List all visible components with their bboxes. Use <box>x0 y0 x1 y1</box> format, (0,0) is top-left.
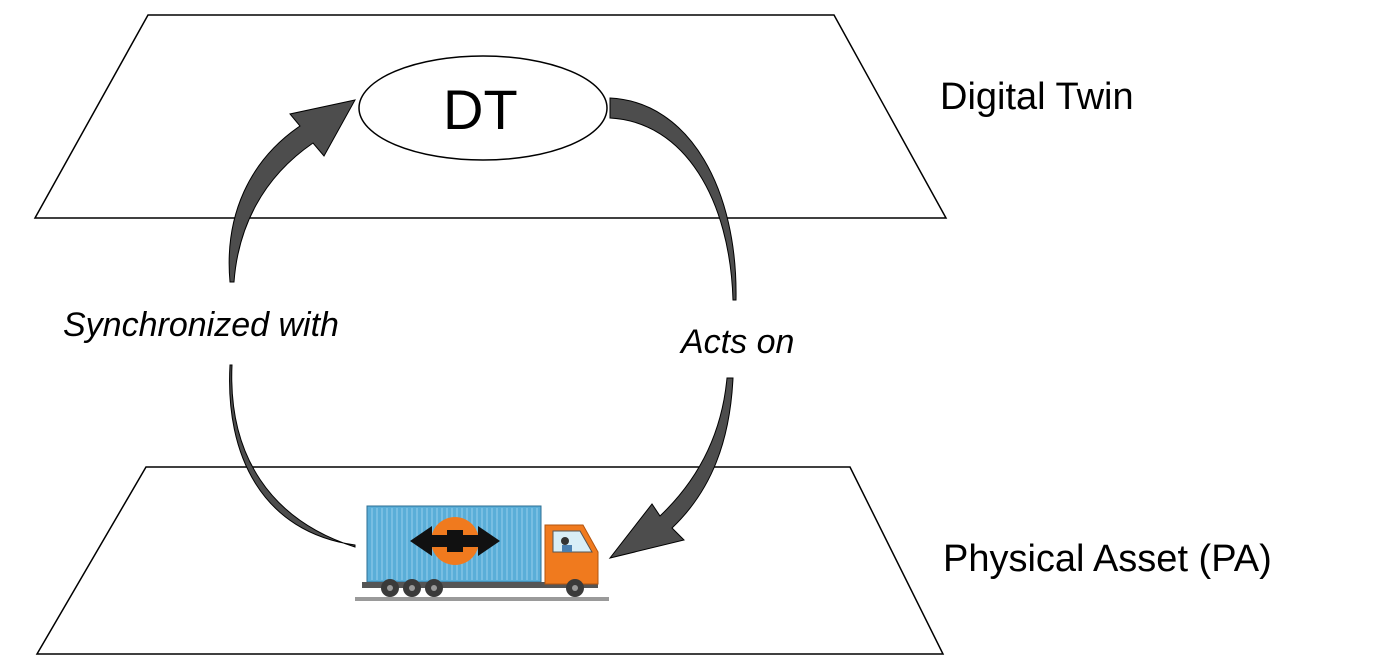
acts-on-arrow-upper <box>609 97 737 301</box>
synchronized-with-label: Synchronized with <box>63 306 339 344</box>
dt-node <box>358 55 608 161</box>
acts-on-arrow-lower <box>608 377 734 559</box>
synchronized-with-arrow <box>229 364 356 548</box>
digital-twin-layer-label: Digital Twin <box>940 76 1134 118</box>
synchronized-with-arrow-upper <box>228 99 356 283</box>
acts-on-label: Acts on <box>681 323 795 361</box>
truck-icon <box>355 505 609 601</box>
physical-asset-layer-label: Physical Asset (PA) <box>943 538 1272 580</box>
dt-node-label: DT <box>443 78 518 141</box>
